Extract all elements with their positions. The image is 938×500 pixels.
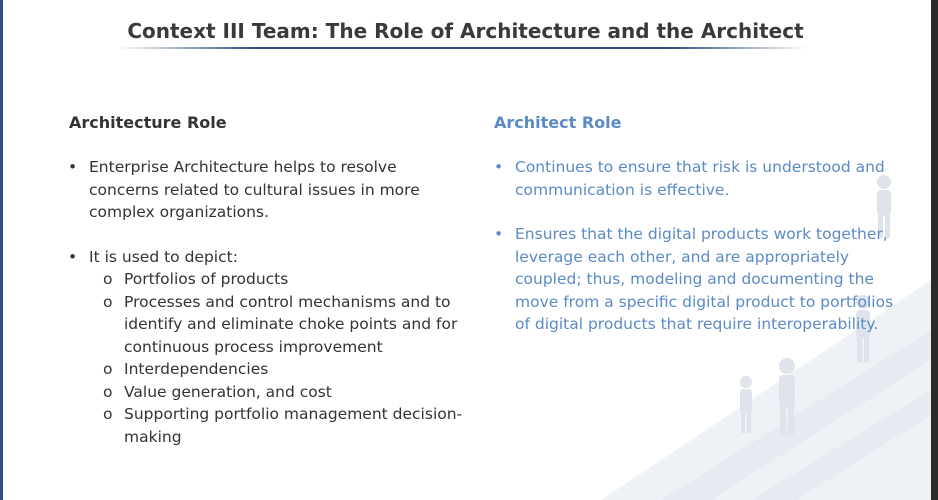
list-item: • It is used to depict: o Portfolios of …: [68, 246, 468, 449]
depict-sublist: o Portfolios of products o Processes and…: [89, 268, 468, 448]
bullet-icon: •: [494, 158, 504, 176]
sub-list-item: o Interdependencies: [89, 358, 468, 381]
sub-list-item-text: Processes and control mechanisms and to …: [124, 292, 458, 356]
list-item-text: Enterprise Architecture helps to resolve…: [89, 158, 420, 221]
sub-list-item-text: Value generation, and cost: [124, 382, 332, 401]
sub-list-item-text: Supporting portfolio management decision…: [124, 405, 463, 446]
architect-role-heading: Architect Role: [494, 113, 622, 132]
circle-bullet-icon: o: [103, 292, 113, 311]
bullet-icon: •: [494, 225, 504, 243]
architect-role-list: • Continues to ensure that risk is under…: [494, 156, 894, 358]
sub-list-item: o Processes and control mechanisms and t…: [89, 291, 468, 359]
list-item: • Continues to ensure that risk is under…: [494, 156, 894, 201]
sub-list-item: o Supporting portfolio management decisi…: [89, 403, 468, 448]
list-item-text: Continues to ensure that risk is underst…: [515, 158, 885, 199]
sub-list-item: o Portfolios of products: [89, 268, 468, 291]
circle-bullet-icon: o: [103, 360, 113, 378]
list-item-text: It is used to depict:: [89, 247, 238, 266]
slide-title: Context III Team: The Role of Architectu…: [127, 19, 804, 43]
list-item: • Ensures that the digital products work…: [494, 223, 894, 336]
title-underline: [118, 47, 808, 49]
left-accent-rule: [0, 0, 3, 500]
architecture-role-list: • Enterprise Architecture helps to resol…: [68, 156, 468, 470]
bullet-icon: •: [68, 247, 78, 266]
circle-bullet-icon: o: [103, 270, 113, 288]
list-item-text: Ensures that the digital products work t…: [515, 225, 894, 333]
list-item: • Enterprise Architecture helps to resol…: [68, 156, 468, 224]
sub-list-item: o Value generation, and cost: [89, 381, 468, 404]
circle-bullet-icon: o: [103, 405, 113, 423]
sub-list-item-text: Interdependencies: [124, 360, 269, 378]
bullet-icon: •: [68, 158, 78, 176]
sub-list-item-text: Portfolios of products: [124, 270, 289, 288]
circle-bullet-icon: o: [103, 382, 113, 401]
architecture-role-heading: Architecture Role: [69, 113, 227, 132]
